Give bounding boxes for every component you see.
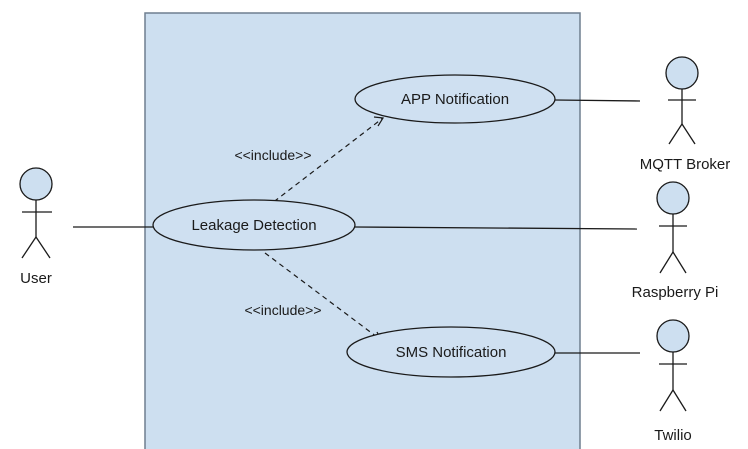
include-arrowhead-top <box>373 116 385 127</box>
actor-mqtt-broker-label: MQTT Broker <box>640 156 731 173</box>
actor-twilio-label: Twilio <box>654 427 692 444</box>
actor-raspberry-pi[interactable] <box>656 181 690 274</box>
actor-user[interactable] <box>19 167 53 259</box>
association-leakage-raspberry <box>354 226 638 230</box>
include-label-bottom: <<include>> <box>244 302 321 318</box>
association-app-mqtt <box>554 99 641 102</box>
usecase-app-notification-label: APP Notification <box>401 91 509 108</box>
actor-mqtt-broker[interactable] <box>665 56 699 145</box>
actor-user-head-icon <box>19 167 53 201</box>
actor-mqtt-head-icon <box>665 56 699 90</box>
actor-twilio-head-icon <box>656 319 690 353</box>
include-label-top: <<include>> <box>234 147 311 163</box>
usecase-leakage-detection[interactable]: Leakage Detection <box>152 199 356 251</box>
actor-raspberry-head-icon <box>656 181 690 215</box>
actor-twilio[interactable] <box>656 319 690 412</box>
usecase-sms-notification-label: SMS Notification <box>396 344 507 361</box>
actor-user-label: User <box>20 270 52 287</box>
actor-raspberry-pi-label: Raspberry Pi <box>632 284 719 301</box>
include-arrow-bottom <box>264 252 382 341</box>
usecase-leakage-detection-label: Leakage Detection <box>191 217 316 234</box>
usecase-sms-notification[interactable]: SMS Notification <box>346 326 556 378</box>
usecase-app-notification[interactable]: APP Notification <box>354 74 556 124</box>
include-arrow-top <box>266 117 384 208</box>
